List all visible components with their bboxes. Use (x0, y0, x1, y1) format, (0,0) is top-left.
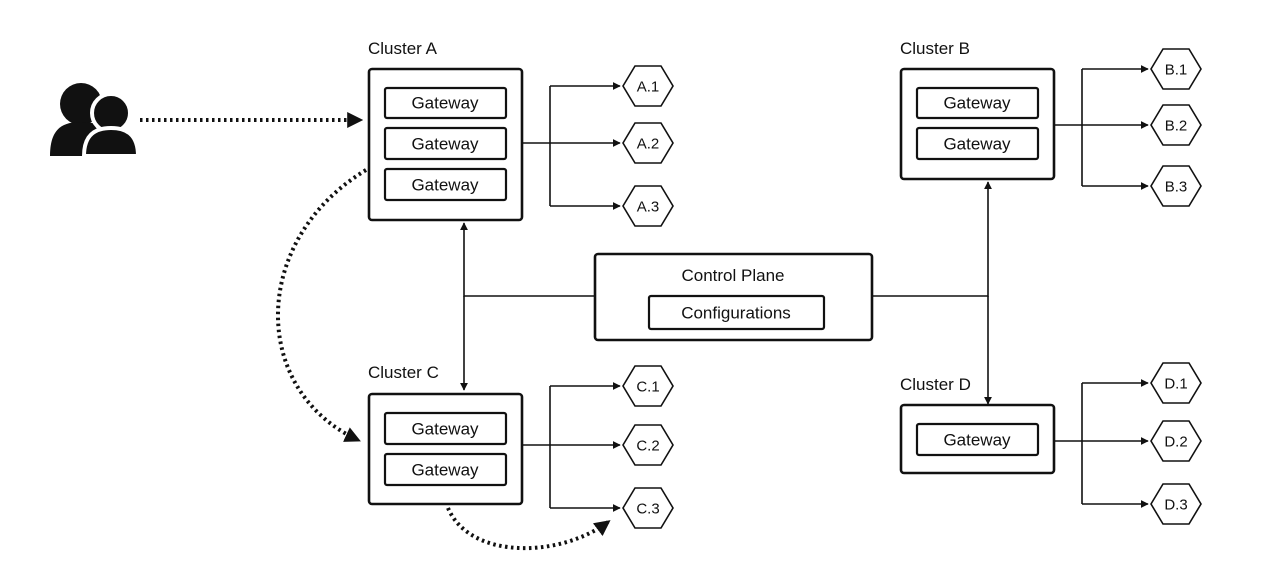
svg-text:A.2: A.2 (637, 136, 660, 153)
svg-text:Configurations: Configurations (681, 304, 791, 323)
svg-text:D.1: D.1 (1164, 376, 1187, 393)
svg-text:D.2: D.2 (1164, 434, 1187, 451)
cluster-a-title: Cluster A (368, 39, 438, 58)
cluster-b: Cluster B Gateway Gateway (899, 39, 1056, 181)
svg-text:Gateway: Gateway (943, 135, 1011, 154)
svg-text:Gateway: Gateway (411, 420, 479, 439)
service-d-1: D.1 (1150, 362, 1202, 404)
cluster-c: Cluster C Gateway Gateway (367, 363, 524, 506)
svg-text:Gateway: Gateway (411, 94, 479, 113)
svg-text:Gateway: Gateway (411, 135, 479, 154)
svg-text:Gateway: Gateway (943, 431, 1011, 450)
svg-text:B.3: B.3 (1165, 179, 1188, 196)
service-d-3: D.3 (1150, 483, 1202, 525)
service-a-3: A.3 (622, 185, 674, 227)
cluster-b-title: Cluster B (900, 39, 970, 58)
control-plane: Control Plane Configurations (593, 252, 874, 342)
control-plane-link-a (460, 222, 595, 297)
cluster-d-title: Cluster D (900, 375, 971, 394)
service-a-1: A.1 (622, 65, 674, 107)
svg-text:D.3: D.3 (1164, 497, 1187, 514)
svg-text:C.3: C.3 (636, 501, 659, 518)
cluster-a-gateway-3: Gateway (383, 167, 508, 202)
control-plane-link-b (872, 181, 992, 297)
failover-a-to-c-arrow (276, 168, 368, 442)
cluster-c-gateway-1: Gateway (383, 411, 508, 446)
configurations-box: Configurations (647, 294, 826, 331)
cluster-a-gateway-2: Gateway (383, 126, 508, 161)
svg-text:A.1: A.1 (637, 79, 660, 96)
cluster-d-gateway-1: Gateway (915, 422, 1040, 457)
users-icon (50, 83, 141, 158)
service-b-3: B.3 (1150, 165, 1202, 207)
failover-c-to-service-arrow (446, 507, 611, 551)
cluster-b-service-links (1054, 65, 1149, 190)
cluster-d: Cluster D Gateway (899, 375, 1056, 475)
svg-text:A.3: A.3 (637, 199, 660, 216)
svg-text:B.2: B.2 (1165, 118, 1188, 135)
cluster-c-gateway-2: Gateway (383, 452, 508, 487)
svg-text:Gateway: Gateway (943, 94, 1011, 113)
cluster-a-service-links (522, 82, 621, 210)
svg-text:Gateway: Gateway (411, 461, 479, 480)
cluster-c-service-links (522, 382, 621, 512)
service-c-2: C.2 (622, 424, 674, 466)
cluster-b-gateway-2: Gateway (915, 126, 1040, 161)
svg-text:C.2: C.2 (636, 438, 659, 455)
svg-text:C.1: C.1 (636, 379, 659, 396)
control-plane-title: Control Plane (681, 266, 784, 285)
svg-text:B.1: B.1 (1165, 62, 1188, 79)
cluster-a: Cluster A Gateway Gateway Gateway (367, 39, 524, 222)
service-c-1: C.1 (622, 365, 674, 407)
service-d-2: D.2 (1150, 420, 1202, 462)
service-b-1: B.1 (1150, 48, 1202, 90)
service-b-2: B.2 (1150, 104, 1202, 146)
svg-text:Gateway: Gateway (411, 176, 479, 195)
cluster-b-gateway-1: Gateway (915, 86, 1040, 120)
service-c-3: C.3 (622, 487, 674, 529)
service-a-2: A.2 (622, 122, 674, 164)
cluster-a-gateway-1: Gateway (383, 86, 508, 120)
cluster-c-title: Cluster C (368, 363, 439, 382)
cluster-d-service-links (1054, 379, 1149, 508)
